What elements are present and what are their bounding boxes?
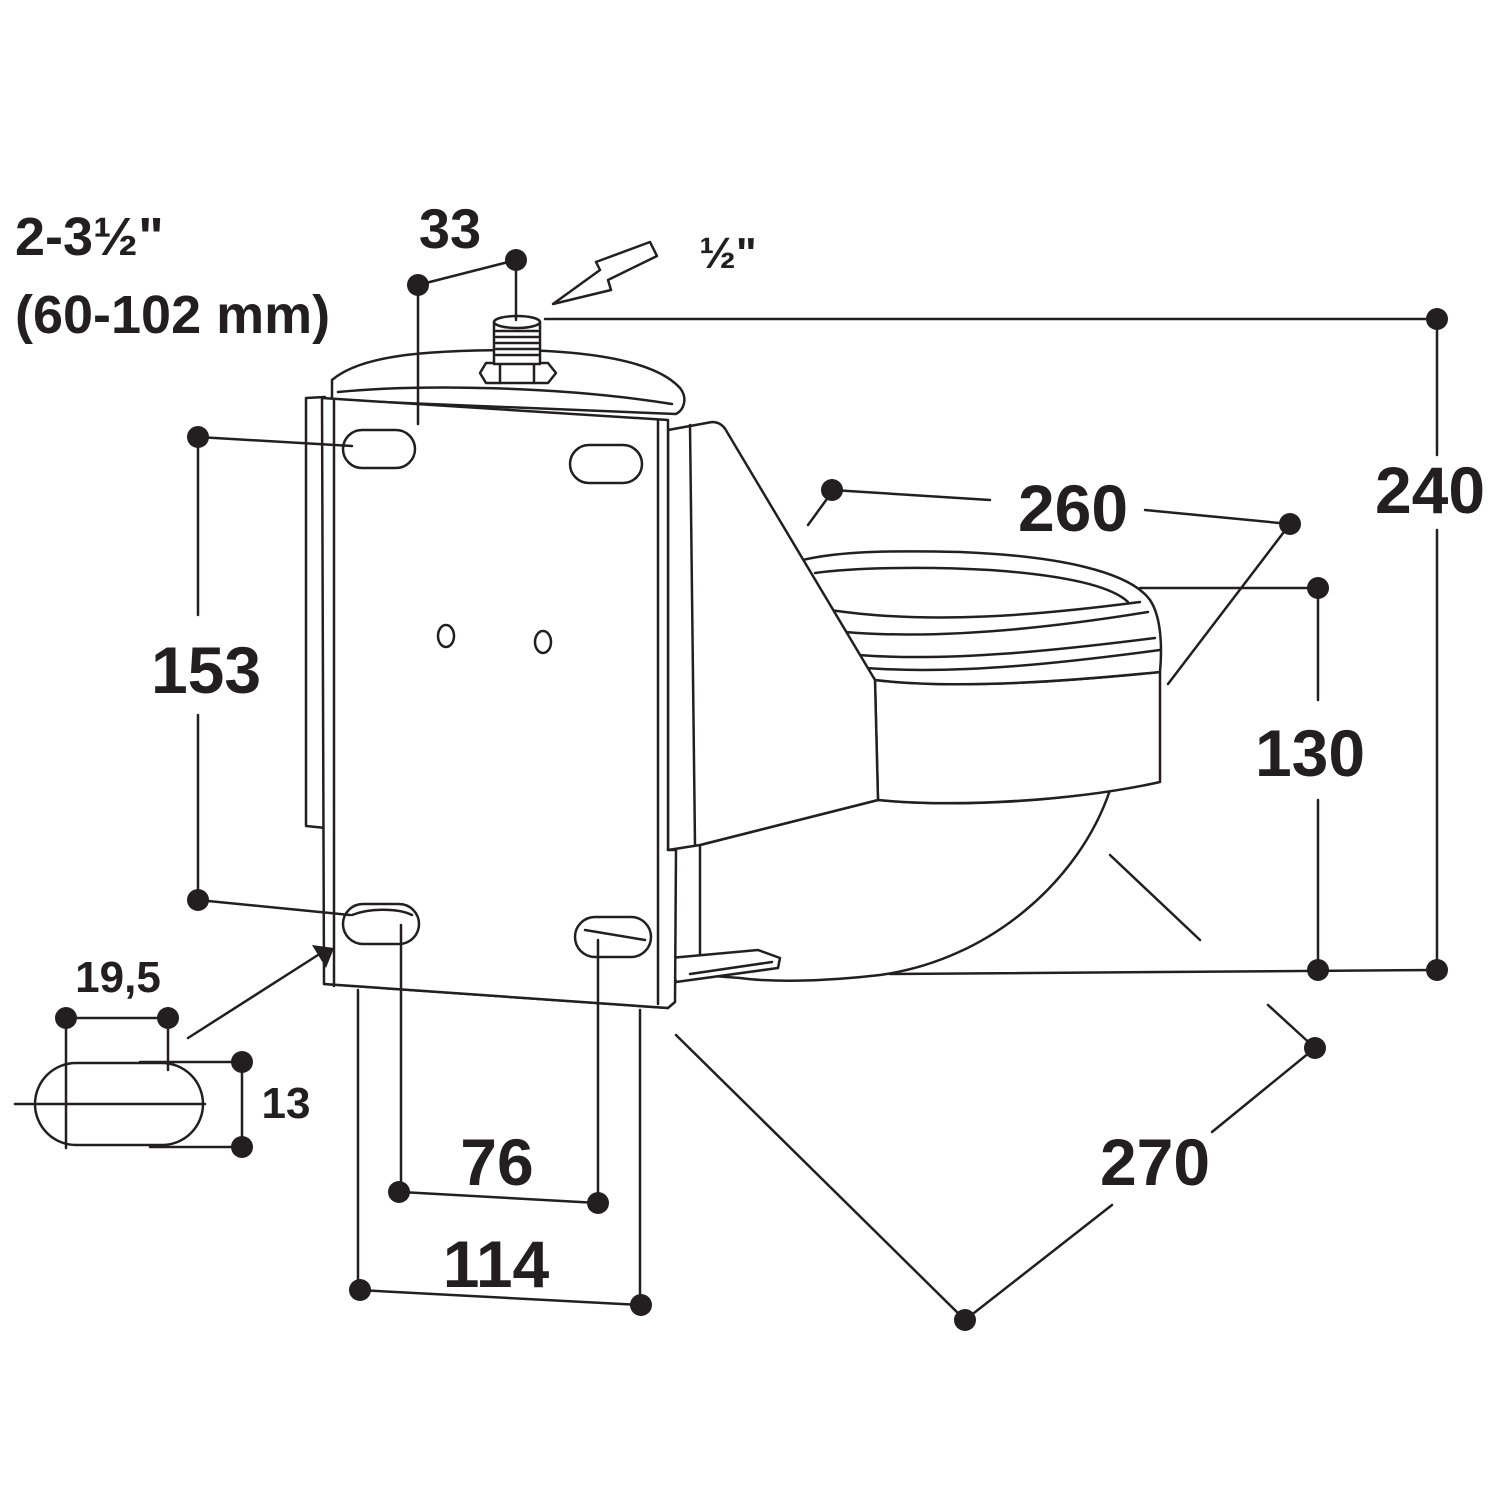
dim-19-5-left-dot [55, 1007, 77, 1029]
label-hole-spacing-horizontal: 76 [460, 1125, 533, 1199]
slot-detail [13, 1007, 253, 1158]
dim-260-right-dot [1279, 513, 1301, 535]
dim-130-bottom-dot [1307, 959, 1329, 981]
dim-114-right-dot [630, 1294, 652, 1316]
center-hole-right [533, 629, 553, 655]
label-inlet-offset: 33 [419, 197, 481, 260]
bowl-inner-line-1 [828, 600, 1142, 619]
label-inlet-thread: ½" [699, 229, 757, 278]
dim-240-top-dot [1426, 308, 1448, 330]
label-slot-height: 13 [262, 1079, 311, 1128]
label-slot-width: 19,5 [75, 953, 161, 1002]
drinking-bowl [698, 550, 1163, 982]
mounting-slot-top-left [341, 428, 417, 470]
dim-13-top-dot [231, 1051, 253, 1073]
label-wall-thickness-mm: (60-102 mm) [15, 285, 330, 345]
dim-260-left-dot [821, 479, 843, 501]
center-hole-left [436, 623, 456, 649]
dim-240-bottom-dot [1426, 959, 1448, 981]
slot-bottom-left-shade [350, 908, 414, 917]
dim-153-bottom-dot [187, 889, 209, 911]
bowl-inner-line-2 [843, 610, 1150, 636]
dim-76-left-dot [388, 1181, 410, 1203]
bowl-rim-line-1 [856, 636, 1157, 659]
label-bowl-width: 260 [1018, 471, 1128, 545]
dimension-labels: 2-3½" (60-102 mm) 33 ½" 240 260 153 130 … [15, 197, 1485, 1301]
dim-270-front-dot [954, 1309, 976, 1331]
dim-114-left-dot [349, 1279, 371, 1301]
label-bowl-height: 130 [1255, 716, 1365, 790]
side-gusset [666, 420, 880, 852]
inlet-hex-nut [478, 361, 558, 385]
bowl-rim-line-2 [864, 648, 1162, 672]
label-total-height: 240 [1375, 453, 1485, 527]
label-total-depth: 270 [1100, 1125, 1210, 1199]
foot-plate-inner [688, 960, 774, 976]
dim-33-right-dot [505, 249, 527, 271]
label-wall-thickness-inch: 2-3½" [15, 207, 164, 267]
dim-153-top-dot [187, 426, 209, 448]
bowl-inner-lip [813, 566, 1130, 604]
inlet-arrow [551, 240, 659, 306]
mounting-slot-bottom-right [573, 915, 653, 959]
bowl-rim-band [873, 670, 1162, 805]
dim-19-5-right-dot [157, 1007, 179, 1029]
dim-130-top-dot [1307, 577, 1329, 599]
gusset-edge [688, 423, 697, 847]
dim-270-back-dot [1304, 1037, 1326, 1059]
mounting-bracket [304, 348, 686, 1010]
mounting-slot-top-right [568, 443, 644, 485]
label-hole-spacing-vertical: 153 [151, 633, 261, 707]
dim-76-right-dot [587, 1192, 609, 1214]
dim-13-bottom-dot [231, 1136, 253, 1158]
slot-bottom-right-shade [583, 928, 647, 942]
slot-leader-arrowhead [312, 945, 334, 968]
bracket-top-lip [336, 386, 674, 406]
label-bracket-width: 114 [443, 1227, 550, 1301]
dim-33-left-dot [407, 274, 429, 296]
dimension-lines [186, 249, 1448, 1331]
bracket-bottom-fold [322, 848, 678, 1010]
